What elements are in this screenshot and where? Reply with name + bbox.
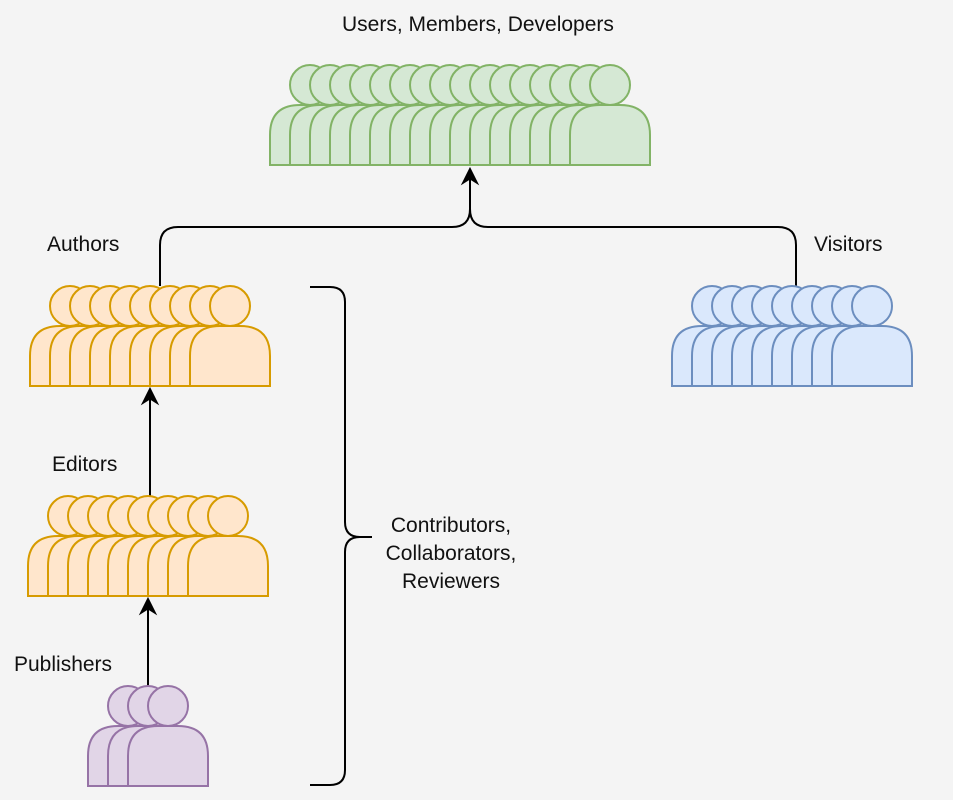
person-icon <box>189 285 271 387</box>
crowds <box>27 64 913 787</box>
brace-label-line: Collaborators, <box>385 542 517 565</box>
arrow-head-icon <box>140 386 160 406</box>
connectors <box>138 166 797 686</box>
visitors-to-users-connector <box>469 208 797 286</box>
visitors-label: Visitors <box>814 233 883 256</box>
person-icon <box>831 285 913 387</box>
editors-label: Editors <box>52 453 118 476</box>
arrow-head-icon <box>138 596 158 616</box>
authors-crowd <box>29 285 271 387</box>
users-crowd <box>269 64 651 166</box>
person-icon <box>569 64 651 166</box>
person-icon <box>187 495 269 597</box>
curly-brace-icon <box>310 286 372 786</box>
authors-label: Authors <box>47 233 120 256</box>
publishers-crowd <box>87 685 209 787</box>
person-icon <box>127 685 209 787</box>
brace-label: Contributors, Collaborators, Reviewers <box>371 512 531 596</box>
brace-path <box>310 286 372 786</box>
brace-label-line: Contributors, <box>390 514 512 537</box>
visitors-crowd <box>671 285 913 387</box>
publishers-label: Publishers <box>14 653 113 676</box>
editors-crowd <box>27 495 269 597</box>
brace-label-line: Reviewers <box>401 570 501 593</box>
authors-to-users-connector <box>159 170 471 286</box>
users-label: Users, Members, Developers <box>342 13 614 36</box>
arrow-head-icon <box>460 166 480 186</box>
